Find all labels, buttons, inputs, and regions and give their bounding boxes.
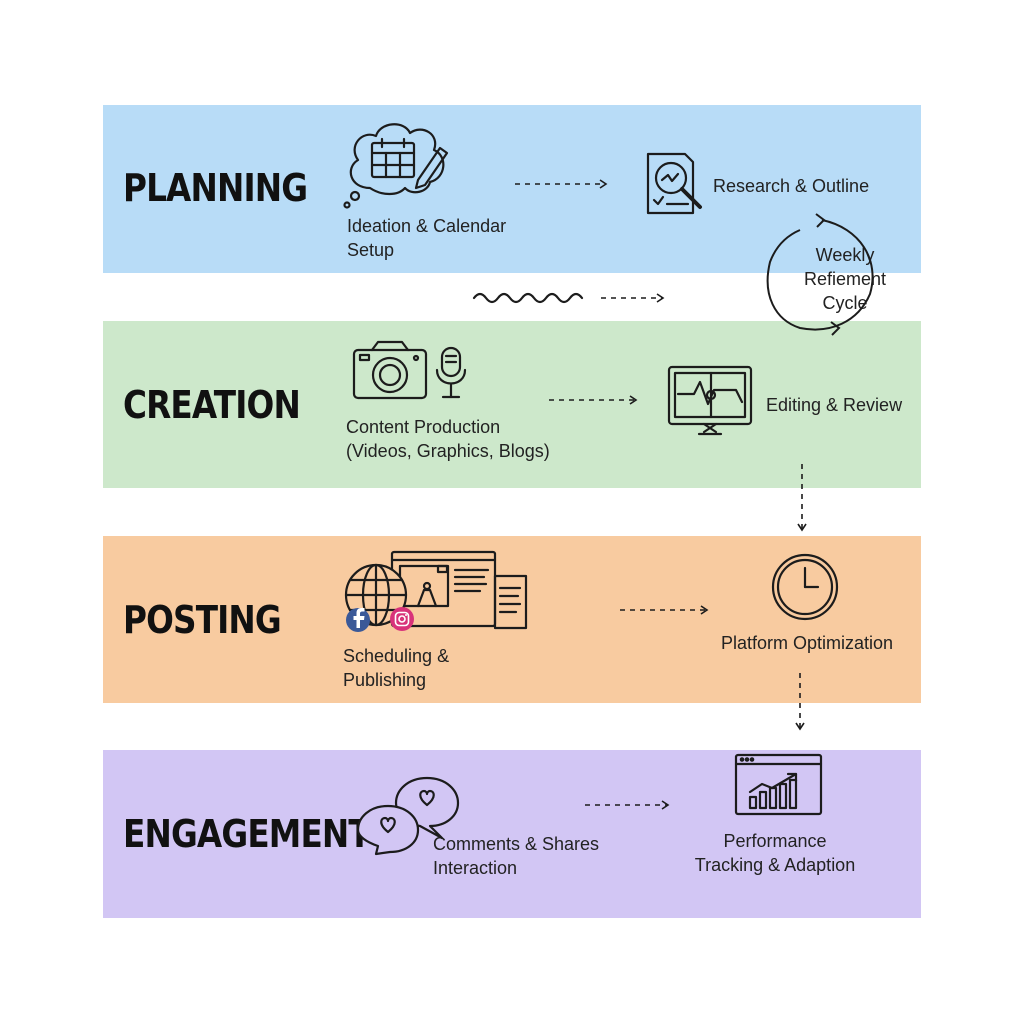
monitor-editing-icon (667, 365, 753, 436)
cycle-label: Weekly Refiement Cycle (803, 245, 887, 313)
chat-bubbles-heart-icon (356, 776, 460, 856)
planning-title: PLANNING (123, 166, 308, 210)
facebook-icon (346, 608, 370, 632)
creation-step2-label: Editing & Review (766, 395, 903, 415)
cloud-calendar-pencil-icon (343, 123, 449, 209)
cycle-arc (766, 219, 874, 331)
wavy-line (472, 292, 584, 304)
engagement-step1-label: Comments & Shares Interaction (433, 834, 600, 878)
instagram-icon (390, 607, 414, 631)
engagement-band (103, 750, 921, 918)
engagement-step2-label: Performance Tracking & Adaption (694, 831, 856, 875)
analytics-chart-icon (734, 753, 823, 816)
microphone-icon (435, 346, 467, 399)
planning-step2-label: Research & Outline (713, 176, 870, 196)
creation-title: CREATION (123, 383, 301, 427)
posting-title: POSTING (123, 598, 282, 642)
posting-band (103, 536, 921, 703)
camera-icon (352, 340, 428, 400)
document-magnifier-icon (646, 152, 702, 215)
cycle-arrowhead-top (815, 213, 826, 228)
engagement-title: ENGAGEMENT (123, 812, 371, 856)
creation-step1-label: Content Production (Videos, Graphics, Bl… (346, 417, 550, 461)
clock-icon (771, 553, 839, 621)
posting-step1-label: Scheduling & Publishing (343, 646, 450, 690)
planning-band (103, 105, 921, 273)
creation-band (103, 321, 921, 488)
cycle-arrowhead-bottom (830, 321, 841, 336)
posting-step2-label: Platform Optimization (721, 633, 894, 653)
planning-step1-label: Ideation & Calendar Setup (347, 216, 507, 260)
